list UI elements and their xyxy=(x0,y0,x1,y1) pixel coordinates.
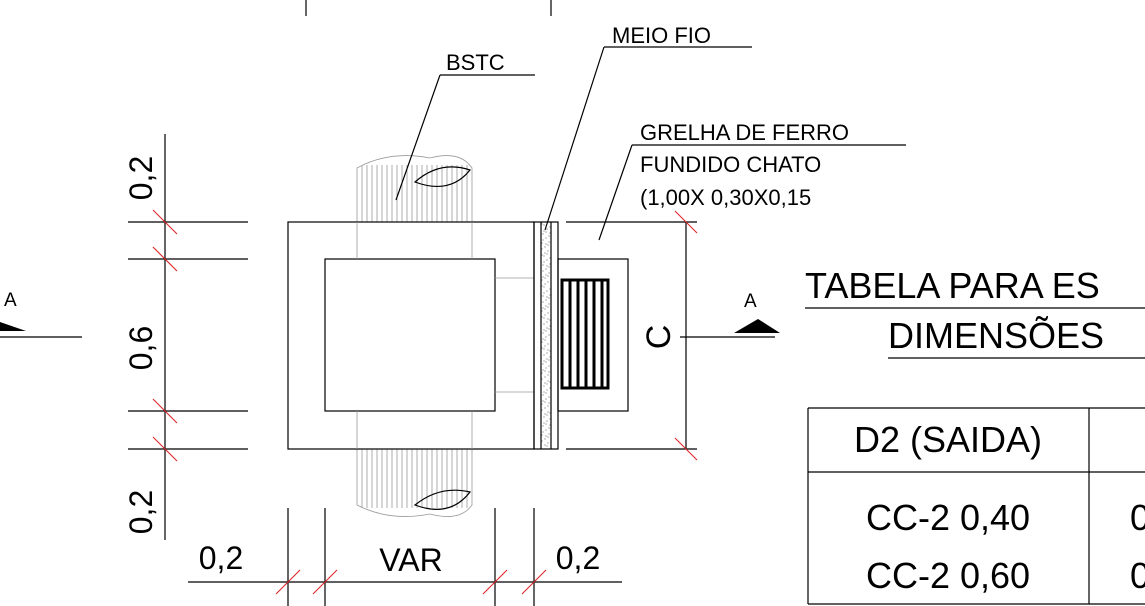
grate-frame xyxy=(557,258,629,412)
svg-text:(1,00X 0,30X0,15: (1,00X 0,30X0,15 xyxy=(640,185,811,210)
leader-bstc: BSTC xyxy=(395,50,535,201)
grate xyxy=(560,278,610,390)
dim-tick xyxy=(674,437,698,461)
table-cell: 0 xyxy=(1130,497,1145,538)
table-header-cell: D2 (SAIDA) xyxy=(854,419,1042,460)
curb-strip xyxy=(533,221,559,450)
dimensions-table: TABELA PARA ES DIMENSÕES D2 (SAIDA) CC-2… xyxy=(805,265,1145,605)
dim-tick xyxy=(152,246,178,272)
pipe-top xyxy=(356,155,473,222)
dim-bottom-right: 0,2 xyxy=(556,540,600,576)
dim-left-middle: 0,6 xyxy=(123,326,159,370)
leader-grelha: GRELHA DE FERRO FUNDIDO CHATO (1,00X 0,3… xyxy=(598,120,906,241)
dim-left-bottom: 0,2 xyxy=(123,490,159,534)
table-subtitle: DIMENSÕES xyxy=(888,315,1104,356)
svg-text:MEIO FIO: MEIO FIO xyxy=(612,23,711,48)
dim-tick xyxy=(521,569,547,595)
table-cell: CC-2 0,60 xyxy=(866,555,1030,596)
dim-tick xyxy=(674,210,698,234)
table-title: TABELA PARA ES xyxy=(805,265,1100,306)
dim-tick xyxy=(152,436,178,462)
dim-tick xyxy=(275,569,301,595)
table-cell: 0 xyxy=(1130,555,1145,596)
svg-text:A: A xyxy=(744,291,757,312)
pipe-bottom xyxy=(356,449,473,517)
section-marker-left: A xyxy=(0,290,82,338)
svg-text:BSTC: BSTC xyxy=(446,50,505,75)
dim-bottom-left: 0,2 xyxy=(199,540,243,576)
dim-c: C xyxy=(640,325,678,350)
box-inner xyxy=(324,258,496,412)
leader-meio-fio: MEIO FIO xyxy=(544,23,752,231)
svg-text:A: A xyxy=(4,290,17,311)
svg-text:FUNDIDO CHATO: FUNDIDO CHATO xyxy=(640,152,821,177)
table-cell: CC-2 0,40 xyxy=(866,497,1030,538)
dim-tick xyxy=(152,398,178,424)
dim-tick xyxy=(312,569,338,595)
dim-bottom-var: VAR xyxy=(379,542,442,578)
svg-text:GRELHA DE FERRO: GRELHA DE FERRO xyxy=(640,120,849,145)
dim-tick xyxy=(482,569,508,595)
dim-tick xyxy=(152,209,178,235)
dim-left-top: 0,2 xyxy=(123,156,159,200)
section-marker-right: A xyxy=(680,291,780,338)
